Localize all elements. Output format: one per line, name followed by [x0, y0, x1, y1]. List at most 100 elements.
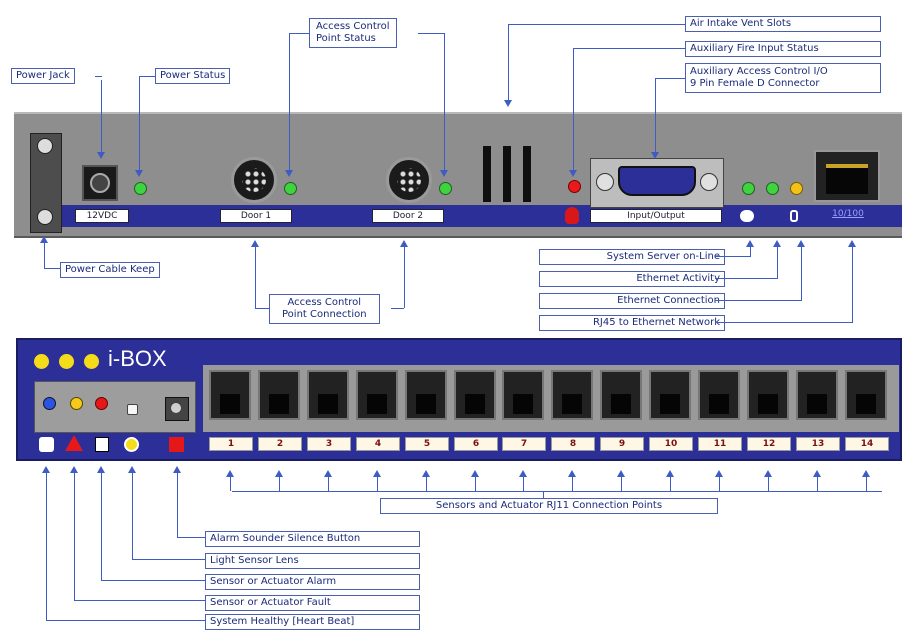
wire: [404, 246, 405, 308]
rj11-port: [747, 370, 789, 420]
arrow-icon: [568, 470, 576, 477]
wire: [817, 476, 818, 491]
wire: [475, 476, 476, 491]
arrow-icon: [862, 470, 870, 477]
wire: [444, 33, 445, 170]
aux-io-callout-line2: 9 Pin Female D Connector: [690, 78, 820, 89]
arrow-icon: [569, 170, 577, 177]
rj11-port-number: 12: [747, 437, 791, 451]
wire: [715, 322, 852, 323]
rj11-port-number: 1: [209, 437, 253, 451]
arrow-icon: [42, 466, 50, 473]
d9-connector-icon: [618, 166, 696, 196]
rj11-port: [258, 370, 300, 420]
rj11-port: [796, 370, 838, 420]
wire: [715, 256, 750, 257]
ethernet-activity-callout: Ethernet Activity: [539, 271, 725, 287]
wire: [655, 78, 685, 79]
rj11-port-number: 5: [405, 437, 449, 451]
rj11-port-number: 8: [551, 437, 595, 451]
acp-connection-callout: Access Control Point Connection: [269, 294, 380, 324]
wire: [543, 491, 544, 498]
wire: [777, 246, 778, 279]
heartbeat-dot: [59, 354, 74, 369]
wire: [132, 559, 205, 560]
wire: [74, 600, 205, 601]
server-online-led: [742, 182, 755, 195]
power-status-callout: Power Status: [155, 68, 231, 84]
light-sensor-lens: [127, 404, 138, 415]
wire: [426, 476, 427, 491]
wire: [177, 472, 178, 538]
wire: [866, 476, 867, 491]
arrow-icon: [504, 100, 512, 107]
arrow-icon: [666, 470, 674, 477]
link-icon: [790, 210, 798, 222]
aux-io-callout: Auxiliary Access Control I/O 9 Pin Femal…: [685, 63, 881, 93]
warning-triangle-icon: [65, 435, 83, 451]
screw-icon: [37, 138, 53, 154]
arrow-icon: [324, 470, 332, 477]
arrow-icon: [617, 470, 625, 477]
rj11-port: [209, 370, 251, 420]
aux-fire-callout: Auxiliary Fire Input Status: [685, 41, 881, 57]
acp-status-callout-line2: Point Status: [316, 33, 376, 44]
wire: [139, 76, 140, 170]
brand-logo: i-BOX: [108, 346, 167, 371]
wire: [44, 268, 60, 269]
arrow-icon: [285, 170, 293, 177]
wire: [46, 472, 47, 621]
arrow-icon: [764, 470, 772, 477]
io-label: Input/Output: [590, 209, 722, 223]
wire: [132, 472, 133, 560]
fire-icon: [565, 207, 579, 224]
rj11-port: [502, 370, 544, 420]
wire: [101, 472, 102, 581]
wire: [101, 580, 205, 581]
power-status-led: [134, 182, 147, 195]
arrow-icon: [400, 240, 408, 247]
air-intake-callout: Air Intake Vent Slots: [685, 16, 881, 32]
arrow-icon: [797, 240, 805, 247]
door1-label: Door 1: [220, 209, 292, 223]
rj11-port-number: 14: [845, 437, 889, 451]
ethernet-activity-led: [766, 182, 779, 195]
wire: [573, 48, 574, 170]
arrow-icon: [773, 240, 781, 247]
wire: [95, 76, 102, 77]
rj11-port-number: 6: [454, 437, 498, 451]
door2-label: Door 2: [372, 209, 444, 223]
wire: [289, 33, 309, 34]
arrow-icon: [135, 170, 143, 177]
wire: [719, 476, 720, 491]
arrow-icon: [471, 470, 479, 477]
screw-icon: [37, 209, 53, 225]
light-sensor-callout: Light Sensor Lens: [205, 553, 420, 569]
server-icon: [740, 210, 754, 222]
rj11-port-number: 11: [698, 437, 742, 451]
heartbeat-dot: [34, 354, 49, 369]
ethernet-connection-callout: Ethernet Connection: [539, 293, 725, 309]
power-jack-callout: Power Jack: [11, 68, 75, 84]
wire: [289, 33, 290, 170]
rj11-port-number: 13: [796, 437, 840, 451]
arrow-icon: [746, 240, 754, 247]
wire: [44, 240, 45, 269]
heartbeat-dot: [84, 354, 99, 369]
rj11-port-number: 7: [502, 437, 546, 451]
aux-fire-status-led: [568, 180, 581, 193]
arrow-icon: [97, 152, 105, 159]
rj11-port: [454, 370, 496, 420]
wire: [655, 78, 656, 152]
rj11-port: [307, 370, 349, 420]
alarm-icon: [95, 437, 109, 452]
arrow-icon: [70, 466, 78, 473]
wire: [573, 48, 685, 49]
wire: [232, 491, 882, 492]
wire: [377, 476, 378, 491]
wire: [523, 476, 524, 491]
wire: [715, 300, 801, 301]
wire: [768, 476, 769, 491]
screw-icon: [700, 173, 718, 191]
door1-din-connector: [231, 157, 277, 203]
